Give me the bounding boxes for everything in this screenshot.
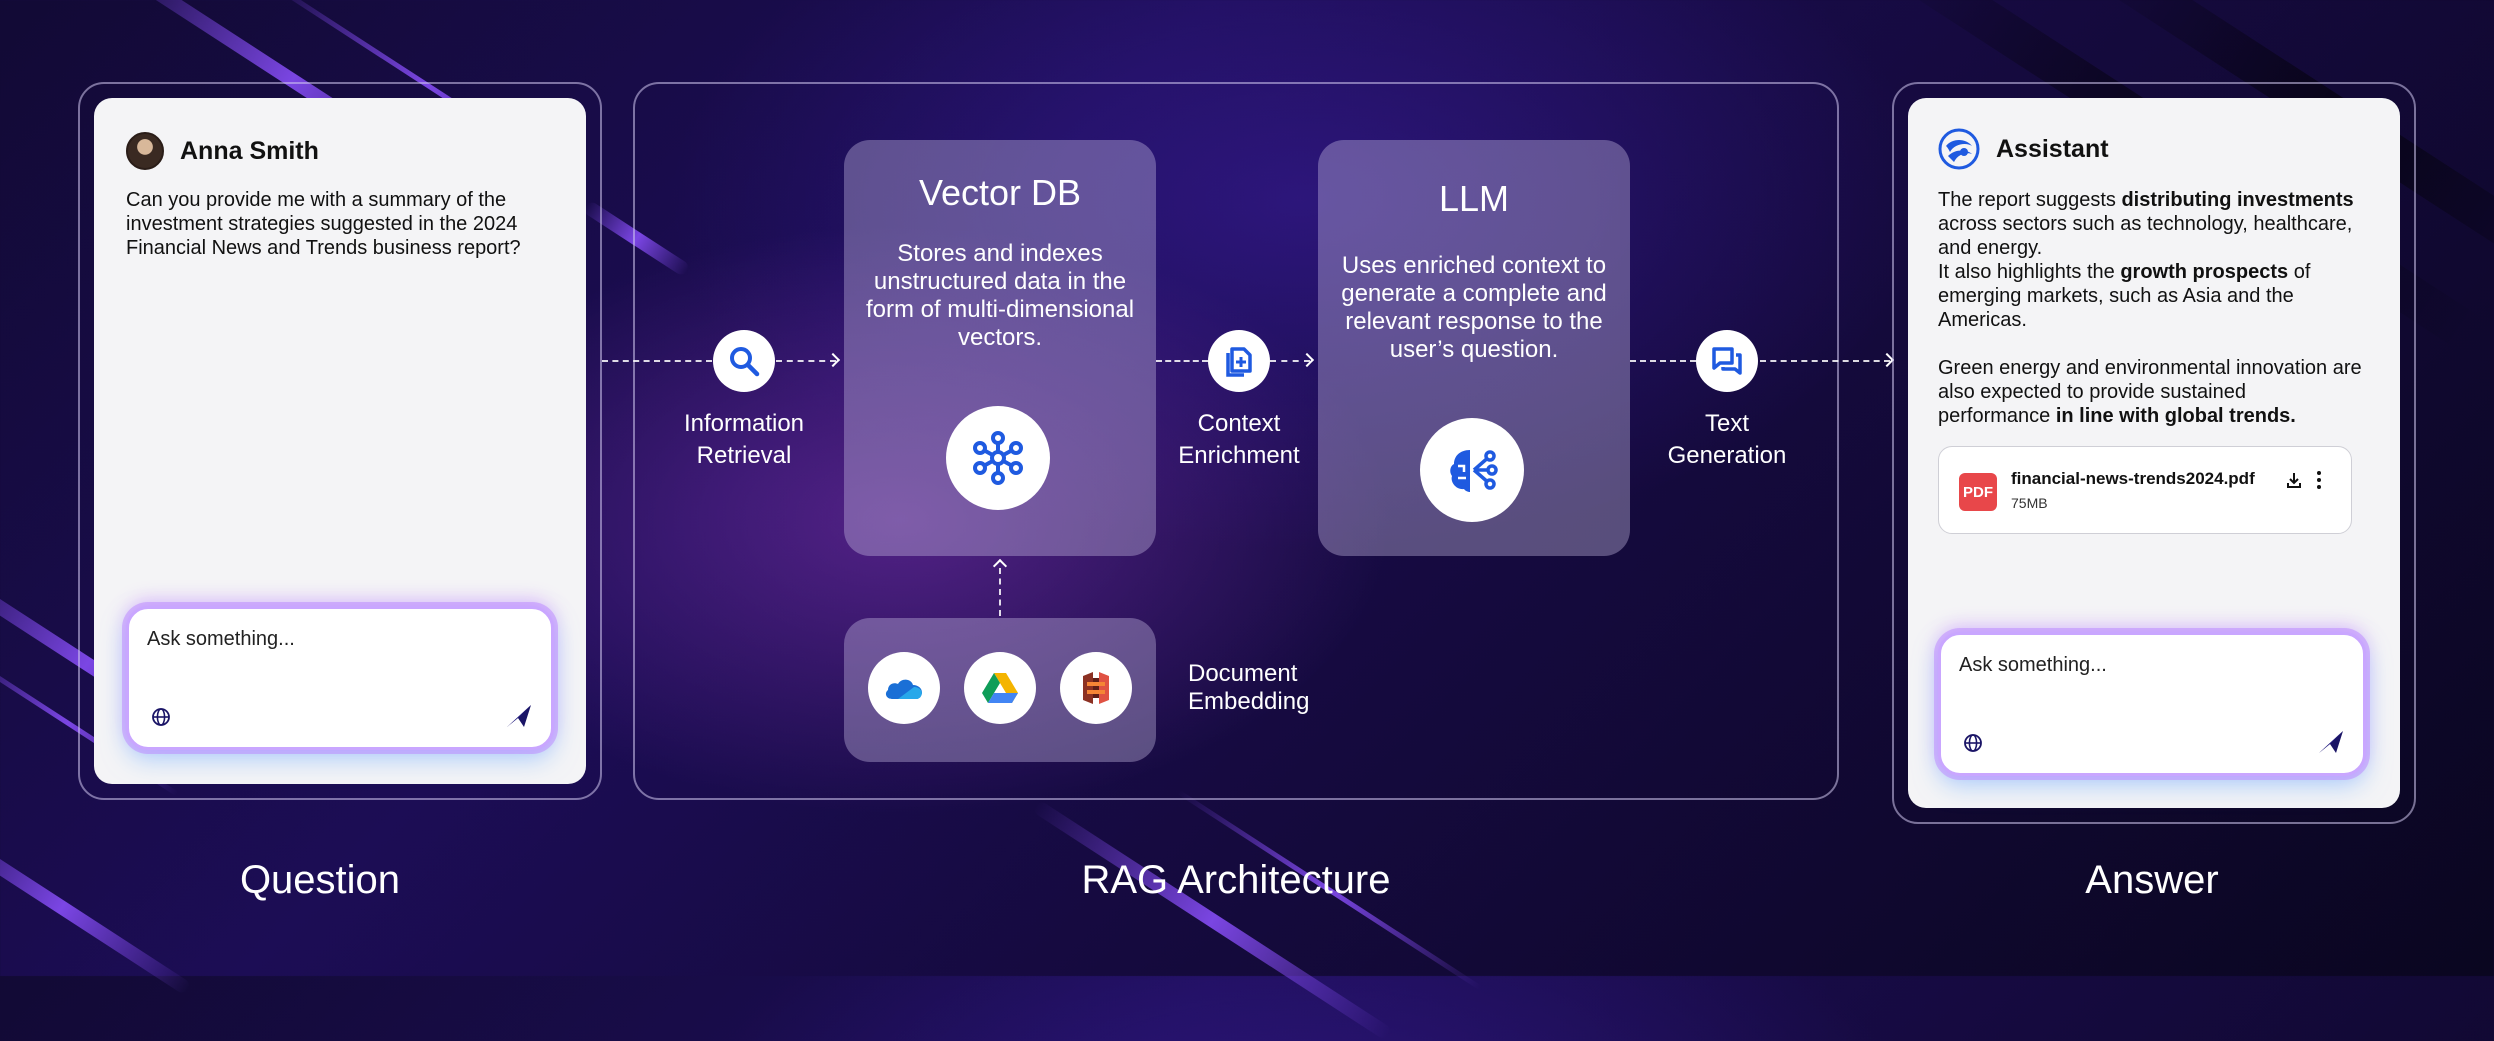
document-add-icon (1226, 347, 1252, 377)
google-drive-source[interactable] (964, 652, 1036, 724)
retrieval-step-icon (713, 330, 775, 392)
text-generation-label: Text Generation (1667, 410, 1787, 469)
context-enrichment-label: Context Enrichment (1178, 410, 1300, 469)
user-message: Can you provide me with a summary of the… (126, 189, 521, 259)
ai-brain-icon (1450, 450, 1498, 492)
question-chat-card: Anna Smith Can you provide me with a sum… (94, 98, 586, 784)
rag-panel-frame (633, 82, 1839, 800)
answer-panel-frame (1892, 82, 2416, 824)
vector-db-title: Vector DB (918, 172, 1082, 213)
answer-caption: Answer (2085, 858, 2219, 902)
assistant-header: Assistant (1938, 128, 2109, 170)
answer-ask-input[interactable] (1957, 653, 2257, 678)
background-streak (1032, 800, 1393, 1041)
answer-paragraph-2: It also highlights the growth prospects … (1938, 261, 2311, 331)
question-caption: Question (239, 858, 401, 902)
assistant-name: Assistant (1996, 134, 2109, 163)
answer-paragraph-3: Green energy and environmental innovatio… (1938, 357, 2362, 427)
question-ask-input[interactable] (145, 627, 445, 652)
attachment-file-size: 75MB (2011, 495, 2048, 511)
onedrive-icon (885, 679, 923, 699)
background-streak (0, 820, 192, 996)
vector-db-box: Vector DB Stores and indexes unstructure… (844, 140, 1156, 556)
globe-icon[interactable] (1963, 733, 1983, 753)
vector-db-icon-circle (946, 406, 1050, 510)
flow-line-retrieval-to-vectordb (776, 360, 836, 362)
vector-db-description: Stores and indexes unstructured data in … (865, 240, 1135, 351)
rag-architecture-caption: RAG Architecture (1081, 858, 1391, 902)
globe-icon[interactable] (151, 707, 171, 727)
document-sources-box (844, 618, 1156, 762)
more-options-icon[interactable] (2315, 470, 2323, 490)
document-embedding-label: Document Embedding (1188, 660, 1310, 715)
pdf-attachment-card[interactable]: PDF financial-news-trends2024.pdf 75MB (1938, 446, 2352, 534)
user-avatar (126, 132, 164, 170)
answer-input-box[interactable] (1938, 632, 2366, 776)
flow-line-generation-to-answer (1760, 360, 1890, 362)
generation-step-icon (1696, 330, 1758, 392)
llm-icon-circle (1420, 418, 1524, 522)
flow-line-question-to-retrieval (602, 360, 712, 362)
attachment-file-name: financial-news-trends2024.pdf (2011, 469, 2255, 488)
answer-chat-card: Assistant The report suggests distributi… (1908, 98, 2400, 808)
send-icon[interactable] (505, 703, 533, 729)
question-panel-frame (78, 82, 602, 800)
llm-box: LLM Uses enriched context to generate a … (1318, 140, 1630, 556)
google-drive-icon (982, 673, 1018, 703)
aws-s3-source[interactable] (1060, 652, 1132, 724)
assistant-logo-icon (1938, 128, 1980, 170)
search-icon (730, 347, 760, 377)
answer-paragraph-1: The report suggests distributing investm… (1938, 189, 2354, 259)
user-header: Anna Smith (126, 132, 319, 170)
llm-title: LLM (1438, 178, 1510, 219)
user-name: Anna Smith (180, 136, 319, 165)
download-icon[interactable] (2285, 471, 2303, 489)
question-input-box[interactable] (126, 606, 554, 750)
onedrive-source[interactable] (868, 652, 940, 724)
send-icon[interactable] (2317, 729, 2345, 755)
flow-line-embedding-to-vectordb (999, 568, 1001, 616)
flow-line-llm-to-generation (1630, 360, 1696, 362)
chat-bubbles-icon (1712, 347, 1742, 375)
information-retrieval-label: Information Retrieval (683, 410, 805, 469)
flow-line-enrichment-to-llm (1270, 360, 1310, 362)
aws-s3-icon (1083, 672, 1109, 704)
pdf-file-icon: PDF (1959, 473, 1997, 511)
flow-line-vectordb-to-enrichment (1156, 360, 1208, 362)
llm-description: Uses enriched context to generate a comp… (1341, 252, 1607, 363)
vector-network-icon (973, 431, 1023, 485)
enrichment-step-icon (1208, 330, 1270, 392)
assistant-message: The report suggests distributing investm… (1938, 188, 2362, 428)
